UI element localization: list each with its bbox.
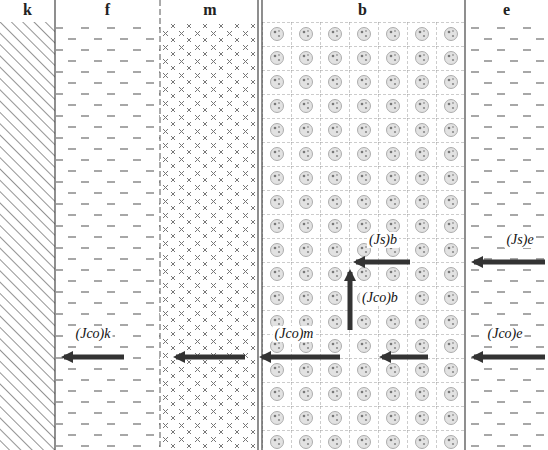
flux-arrow [474, 355, 545, 360]
flux-arrow [356, 260, 410, 265]
layer-name: m [160, 1, 260, 19]
layer-border [160, 0, 161, 450]
flux-arrow [382, 355, 428, 360]
layer-band: m [160, 0, 260, 450]
membrane-fill [161, 22, 258, 450]
layer-band: e [465, 0, 548, 450]
layer-name: k [0, 1, 55, 19]
flux-arrow [64, 355, 124, 360]
fluid-fill [56, 22, 160, 450]
layer-border [54, 0, 55, 450]
bed-fill [262, 22, 465, 450]
layer-name: f [55, 1, 160, 19]
flux-arrow [474, 260, 545, 265]
flux-label: (Js)b [367, 232, 399, 248]
flux-arrow [262, 355, 340, 360]
wall-hatch [0, 22, 55, 450]
layer-border [464, 0, 465, 450]
flux-label: (Jco)k [74, 326, 113, 342]
layer-name: b [260, 1, 465, 19]
flux-label: (Jco)b [360, 290, 400, 306]
flux-arrow [348, 272, 353, 330]
flux-arrow [176, 355, 245, 360]
fluid-fill [466, 22, 548, 450]
layer-band: f [55, 0, 160, 450]
layer-band: b [260, 0, 465, 450]
flux-label: (Js)e [504, 232, 535, 248]
layer-border [257, 0, 258, 450]
layer-border [261, 0, 262, 450]
layer-name: e [465, 1, 548, 19]
flux-label: (Jco)e [486, 326, 525, 342]
flux-label: (Jco)m [273, 326, 316, 342]
layer-band: k [0, 0, 55, 450]
